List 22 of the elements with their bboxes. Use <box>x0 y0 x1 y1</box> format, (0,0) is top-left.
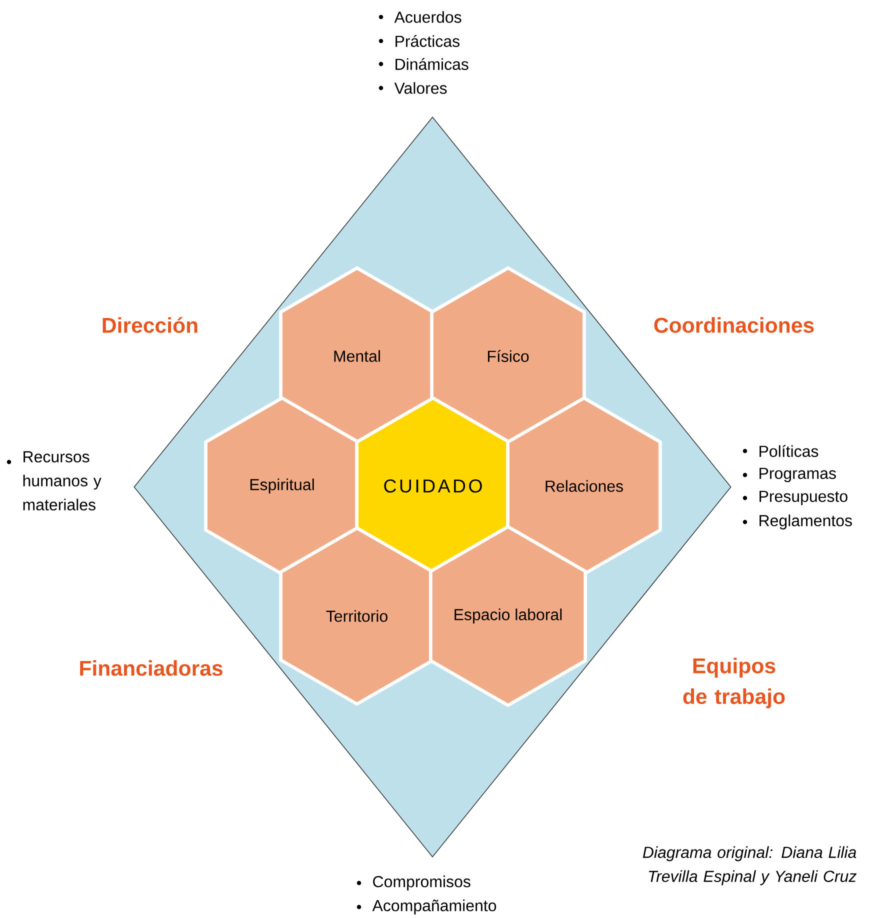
list-item: Acuerdos <box>394 11 462 23</box>
list-item: Prácticas <box>396 35 460 47</box>
heading: Coordinaciones <box>654 317 814 333</box>
list-item: Programas <box>760 468 836 482</box>
hexagon: Espiritual <box>204 396 360 576</box>
list-item: Valores <box>394 82 447 94</box>
heading: Financiadoras <box>80 660 222 676</box>
list-item: Compromisos <box>373 876 470 890</box>
center-hexagon: CUIDADO <box>355 396 511 576</box>
hexagon: Territorio <box>279 526 435 706</box>
list-item: Acompañamiento <box>372 900 496 914</box>
list-item: Dinámicas <box>396 58 468 70</box>
list-item: Presupuesto <box>760 490 848 506</box>
list-item: Políticas <box>760 445 818 457</box>
list-item: Reglamentos <box>760 514 852 530</box>
heading: Dirección <box>102 317 198 333</box>
hexagon: Mental <box>279 266 435 446</box>
list-item: Recursos humanos y materiales <box>23 451 102 510</box>
caption: Diagrama original: Diana Lilia Trevilla Espinal y Yaneli Cruz <box>642 846 856 886</box>
heading: Equipos de trabajo <box>683 658 785 708</box>
hexagon: Físico <box>430 266 586 446</box>
hexagon: Relaciones <box>506 396 662 576</box>
